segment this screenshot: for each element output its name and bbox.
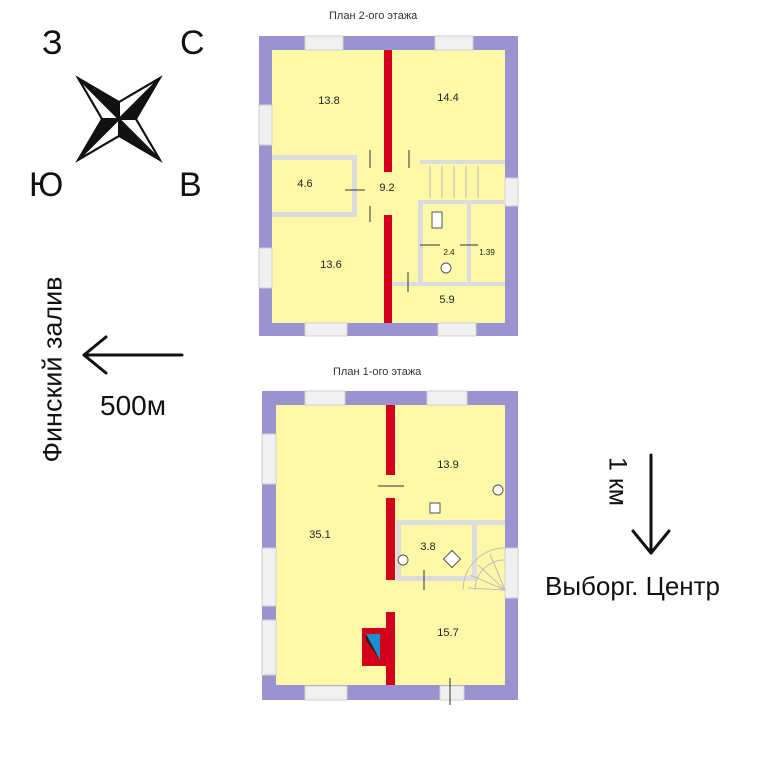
sink-icon (492, 484, 504, 496)
room-area-label: 13.6 (320, 259, 341, 271)
floor2-inner-walls (272, 155, 505, 286)
toilet-icon (442, 549, 462, 569)
room-area-label: 4.6 (297, 178, 312, 190)
gulf-label: Финский залив (37, 276, 68, 463)
compass-south-label: Ю (29, 166, 64, 204)
floor2-stairs (429, 166, 479, 198)
compass-north-label: С (180, 24, 205, 62)
room-area-label: 15.7 (437, 627, 458, 639)
floor2-title: План 2-ого этажа (329, 10, 418, 22)
room-area-label: 13.9 (437, 459, 458, 471)
floor1-room-labels: 35.1 13.9 3.8 15.7 (309, 459, 458, 639)
room-area-label: 2.4 (443, 248, 455, 257)
second-floor-plan: 13.8 14.4 4.6 9.2 2.4 1.39 13.6 5.9 (258, 35, 519, 337)
floor1-bearing-wall (386, 405, 395, 685)
floor1-doors (378, 485, 451, 705)
room-area-label: 35.1 (309, 529, 330, 541)
room-area-label: 1.39 (479, 248, 495, 257)
arrow-left-icon (82, 335, 184, 375)
sink-icon (397, 554, 409, 566)
gulf-distance-label: 500м (100, 390, 166, 421)
compass-west-label: З (42, 24, 63, 62)
toilet-icon (431, 211, 443, 229)
floor1-windows (261, 390, 519, 701)
stove-icon (362, 628, 390, 666)
floor1-fixtures (397, 484, 504, 569)
floor1-stairs (462, 547, 506, 591)
arrow-down-icon (631, 453, 671, 555)
room-area-label: 14.4 (437, 92, 458, 104)
center-distance-label: 1 км (603, 457, 632, 506)
floor2-windows (258, 35, 519, 337)
stove-top-icon (429, 502, 441, 514)
floor1-inner-walls (396, 520, 505, 581)
compass-rose-icon (75, 75, 163, 163)
room-area-label: 13.8 (318, 95, 339, 107)
sink-icon (440, 262, 452, 274)
floor1-title: План 1-ого этажа (333, 366, 422, 378)
room-area-label: 9.2 (379, 182, 394, 194)
floor2-doors (345, 150, 478, 292)
first-floor-plan: 35.1 13.9 3.8 15.7 (261, 390, 519, 705)
room-area-label: 5.9 (439, 294, 454, 306)
center-label: Выборг. Центр (545, 571, 721, 601)
floor2-bearing-wall (384, 50, 392, 323)
room-area-label: 3.8 (420, 541, 435, 553)
floor2-room-labels: 13.8 14.4 4.6 9.2 2.4 1.39 13.6 5.9 (297, 92, 495, 306)
compass-east-label: В (179, 166, 202, 204)
floor2-fixtures (431, 211, 452, 274)
